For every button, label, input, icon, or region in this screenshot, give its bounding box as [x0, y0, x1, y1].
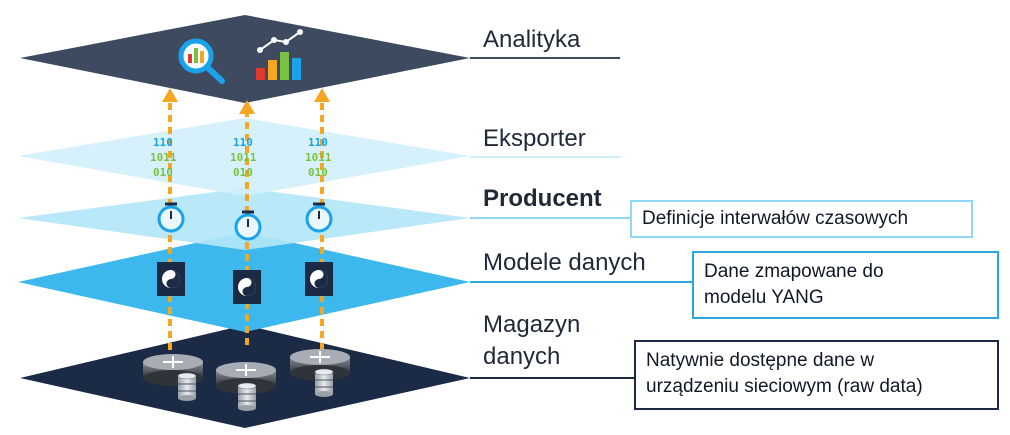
magnifier-chart-icon [178, 38, 225, 84]
binary-line-1: 110 [308, 136, 328, 149]
router-icon [290, 349, 350, 381]
datastore-label-line-2: danych [483, 343, 561, 370]
binary-line-3: 010 [153, 166, 173, 179]
stopwatch-icon [234, 210, 262, 241]
yin-yang-icon [233, 270, 261, 304]
exporter-layer [18, 118, 470, 196]
binary-line-1: 110 [153, 136, 173, 149]
datastore-label: Magazyn danych [483, 310, 580, 372]
producer-label: Producent [483, 185, 602, 212]
binary-line-1: 110 [233, 136, 253, 149]
datastore-label-line-1: Magazyn [483, 311, 581, 338]
yin-yang-icon [305, 262, 333, 296]
stopwatch-icon [157, 202, 185, 233]
binary-line-2: 1011 [305, 151, 332, 164]
producer-callout-text: Definicje interwałów czasowych [642, 208, 909, 229]
models-callout-line-1: Dane zmapowane do [704, 261, 884, 282]
producer-callout: Definicje interwałów czasowych [630, 200, 973, 238]
database-icon [314, 368, 334, 397]
binary-stack-left: 110 1011 010 [150, 136, 177, 179]
models-callout: Dane zmapowane do modelu YANG [692, 251, 999, 319]
binary-line-2: 1011 [150, 151, 177, 164]
binary-stack-center: 110 1011 010 [230, 136, 257, 179]
models-callout-line-2: modelu YANG [704, 287, 824, 308]
arrow-heads [162, 88, 330, 114]
database-icon [177, 372, 197, 401]
arrow-head-left [162, 88, 178, 102]
datastore-callout: Natywnie dostępne dane w urządzeniu siec… [634, 340, 999, 410]
analytics-label: Analityka [483, 26, 581, 53]
binary-line-3: 010 [233, 166, 253, 179]
data-models-label: Modele danych [483, 249, 646, 276]
binary-line-3: 010 [308, 166, 328, 179]
binary-stack-right: 110 1011 010 [305, 136, 332, 179]
bar-line-chart-icon [256, 29, 303, 80]
exporter-label: Eksporter [483, 125, 586, 152]
database-icon [237, 382, 257, 411]
arrow-head-right [314, 88, 330, 102]
datastore-callout-line-1: Natywnie dostępne dane w [646, 350, 875, 371]
arrow-head-center [239, 100, 255, 114]
datastore-callout-line-2: urządzeniu sieciowym (raw data) [646, 376, 923, 397]
stopwatch-icon [305, 202, 333, 233]
binary-line-2: 1011 [230, 151, 257, 164]
analytics-layer [20, 15, 470, 103]
yin-yang-icon [157, 262, 185, 296]
